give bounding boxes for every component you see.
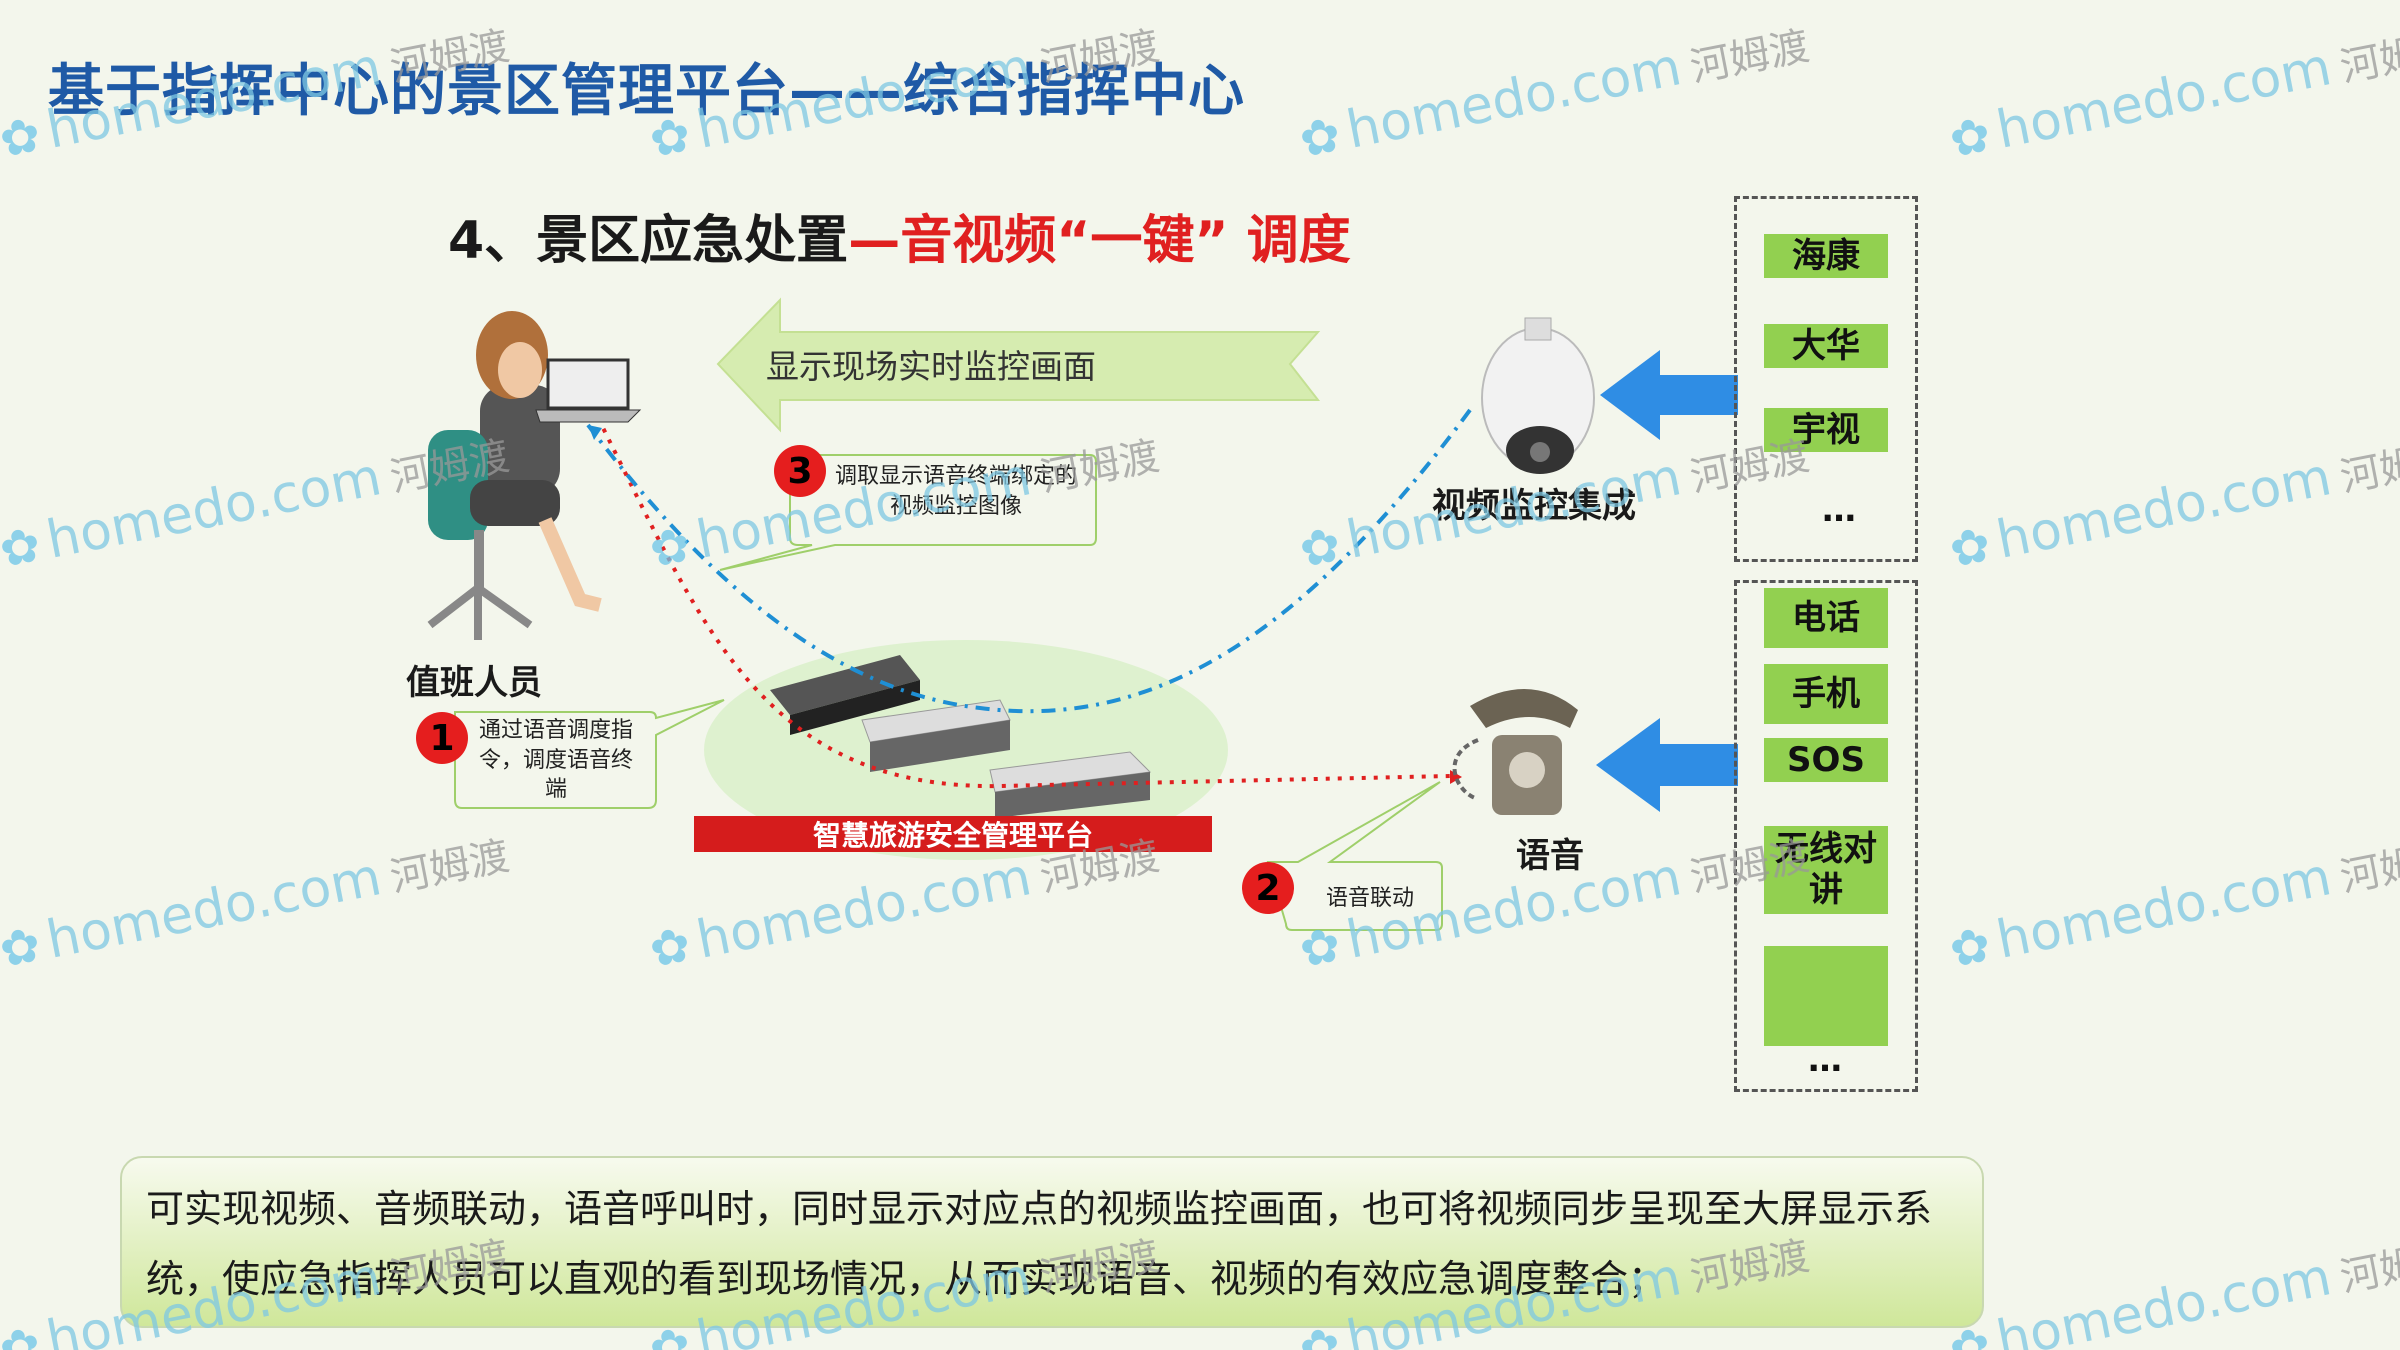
watermark-cn: 河姆渡: [2336, 833, 2400, 902]
flower-icon: ✿: [0, 106, 46, 170]
banner-text: 显示现场实时监控画面: [766, 347, 1096, 386]
video-input-arrow: [1600, 350, 1738, 440]
voice-link-line: [596, 417, 1451, 789]
flower-icon: ✿: [0, 1316, 46, 1350]
terminal-item: SOS: [1764, 738, 1888, 782]
voice-terminal-group: [1734, 580, 1918, 1092]
vendor-item: 海康: [1764, 234, 1888, 278]
section-title-highlight: —音视频“一键” 调度: [848, 211, 1351, 271]
platform-label: 智慧旅游安全管理平台: [694, 816, 1212, 852]
watermark-cn: 河姆渡: [2336, 433, 2400, 502]
phone-icon: [1452, 688, 1578, 815]
page-title: 基于指挥中心的景区管理平台——综合指挥中心: [48, 59, 1245, 124]
section-title-prefix: 4、景区应急处置: [448, 211, 849, 271]
flower-icon: ✿: [0, 916, 46, 980]
video-vendor-group: [1734, 196, 1918, 562]
callout-3-text: 调取显示语音终端绑定的视频监控图像: [834, 464, 1077, 519]
step-badge-3: 3: [774, 445, 826, 497]
flower-icon: ✿: [1945, 1316, 1996, 1350]
callout-bubble-2: [1266, 781, 1443, 931]
callout-1-text: 通过语音调度指令，调度语音终端: [478, 718, 633, 803]
flower-icon: ✿: [0, 516, 46, 580]
vendor-more: …: [1822, 490, 1856, 530]
step-badge-1: 1: [416, 712, 468, 764]
callout-2-text: 语音联动: [1325, 886, 1414, 911]
terminal-item: 无线对讲: [1764, 826, 1888, 914]
section-title: 4、景区应急处置—音视频“一键” 调度: [448, 198, 1351, 273]
camera-icon: [1481, 317, 1595, 474]
step-badge-2: 2: [1242, 862, 1294, 914]
voice-input-arrow: [1596, 718, 1738, 812]
vendor-item: 宇视: [1764, 408, 1888, 452]
operator-figure: [427, 311, 642, 640]
callout-bubble-1: [454, 699, 725, 809]
terminal-item: [1764, 946, 1888, 1046]
banner-arrow: [716, 297, 1321, 433]
terminal-item: 电话: [1764, 588, 1888, 648]
watermark-cn: 河姆渡: [2336, 1233, 2400, 1302]
summary-box: 可实现视频、音频联动，语音呼叫时，同时显示对应点的视频监控画面，也可将视频同步呈…: [120, 1156, 1984, 1328]
video-link-line: [586, 408, 1472, 714]
terminal-item: 手机: [1764, 664, 1888, 724]
summary-text: 可实现视频、音频联动，语音呼叫时，同时显示对应点的视频监控画面，也可将视频同步呈…: [146, 1187, 1933, 1301]
terminal-more: …: [1808, 1040, 1842, 1080]
flower-icon: ✿: [1295, 1316, 1346, 1350]
flower-icon: ✿: [645, 1316, 696, 1350]
watermark-cn: 河姆渡: [2336, 23, 2400, 92]
phone-label: 语音: [1516, 836, 1584, 876]
camera-label: 视频监控集成: [1432, 486, 1636, 526]
operator-label: 值班人员: [406, 663, 542, 703]
server-icon: [770, 655, 1152, 818]
vendor-item: 大华: [1764, 324, 1888, 368]
